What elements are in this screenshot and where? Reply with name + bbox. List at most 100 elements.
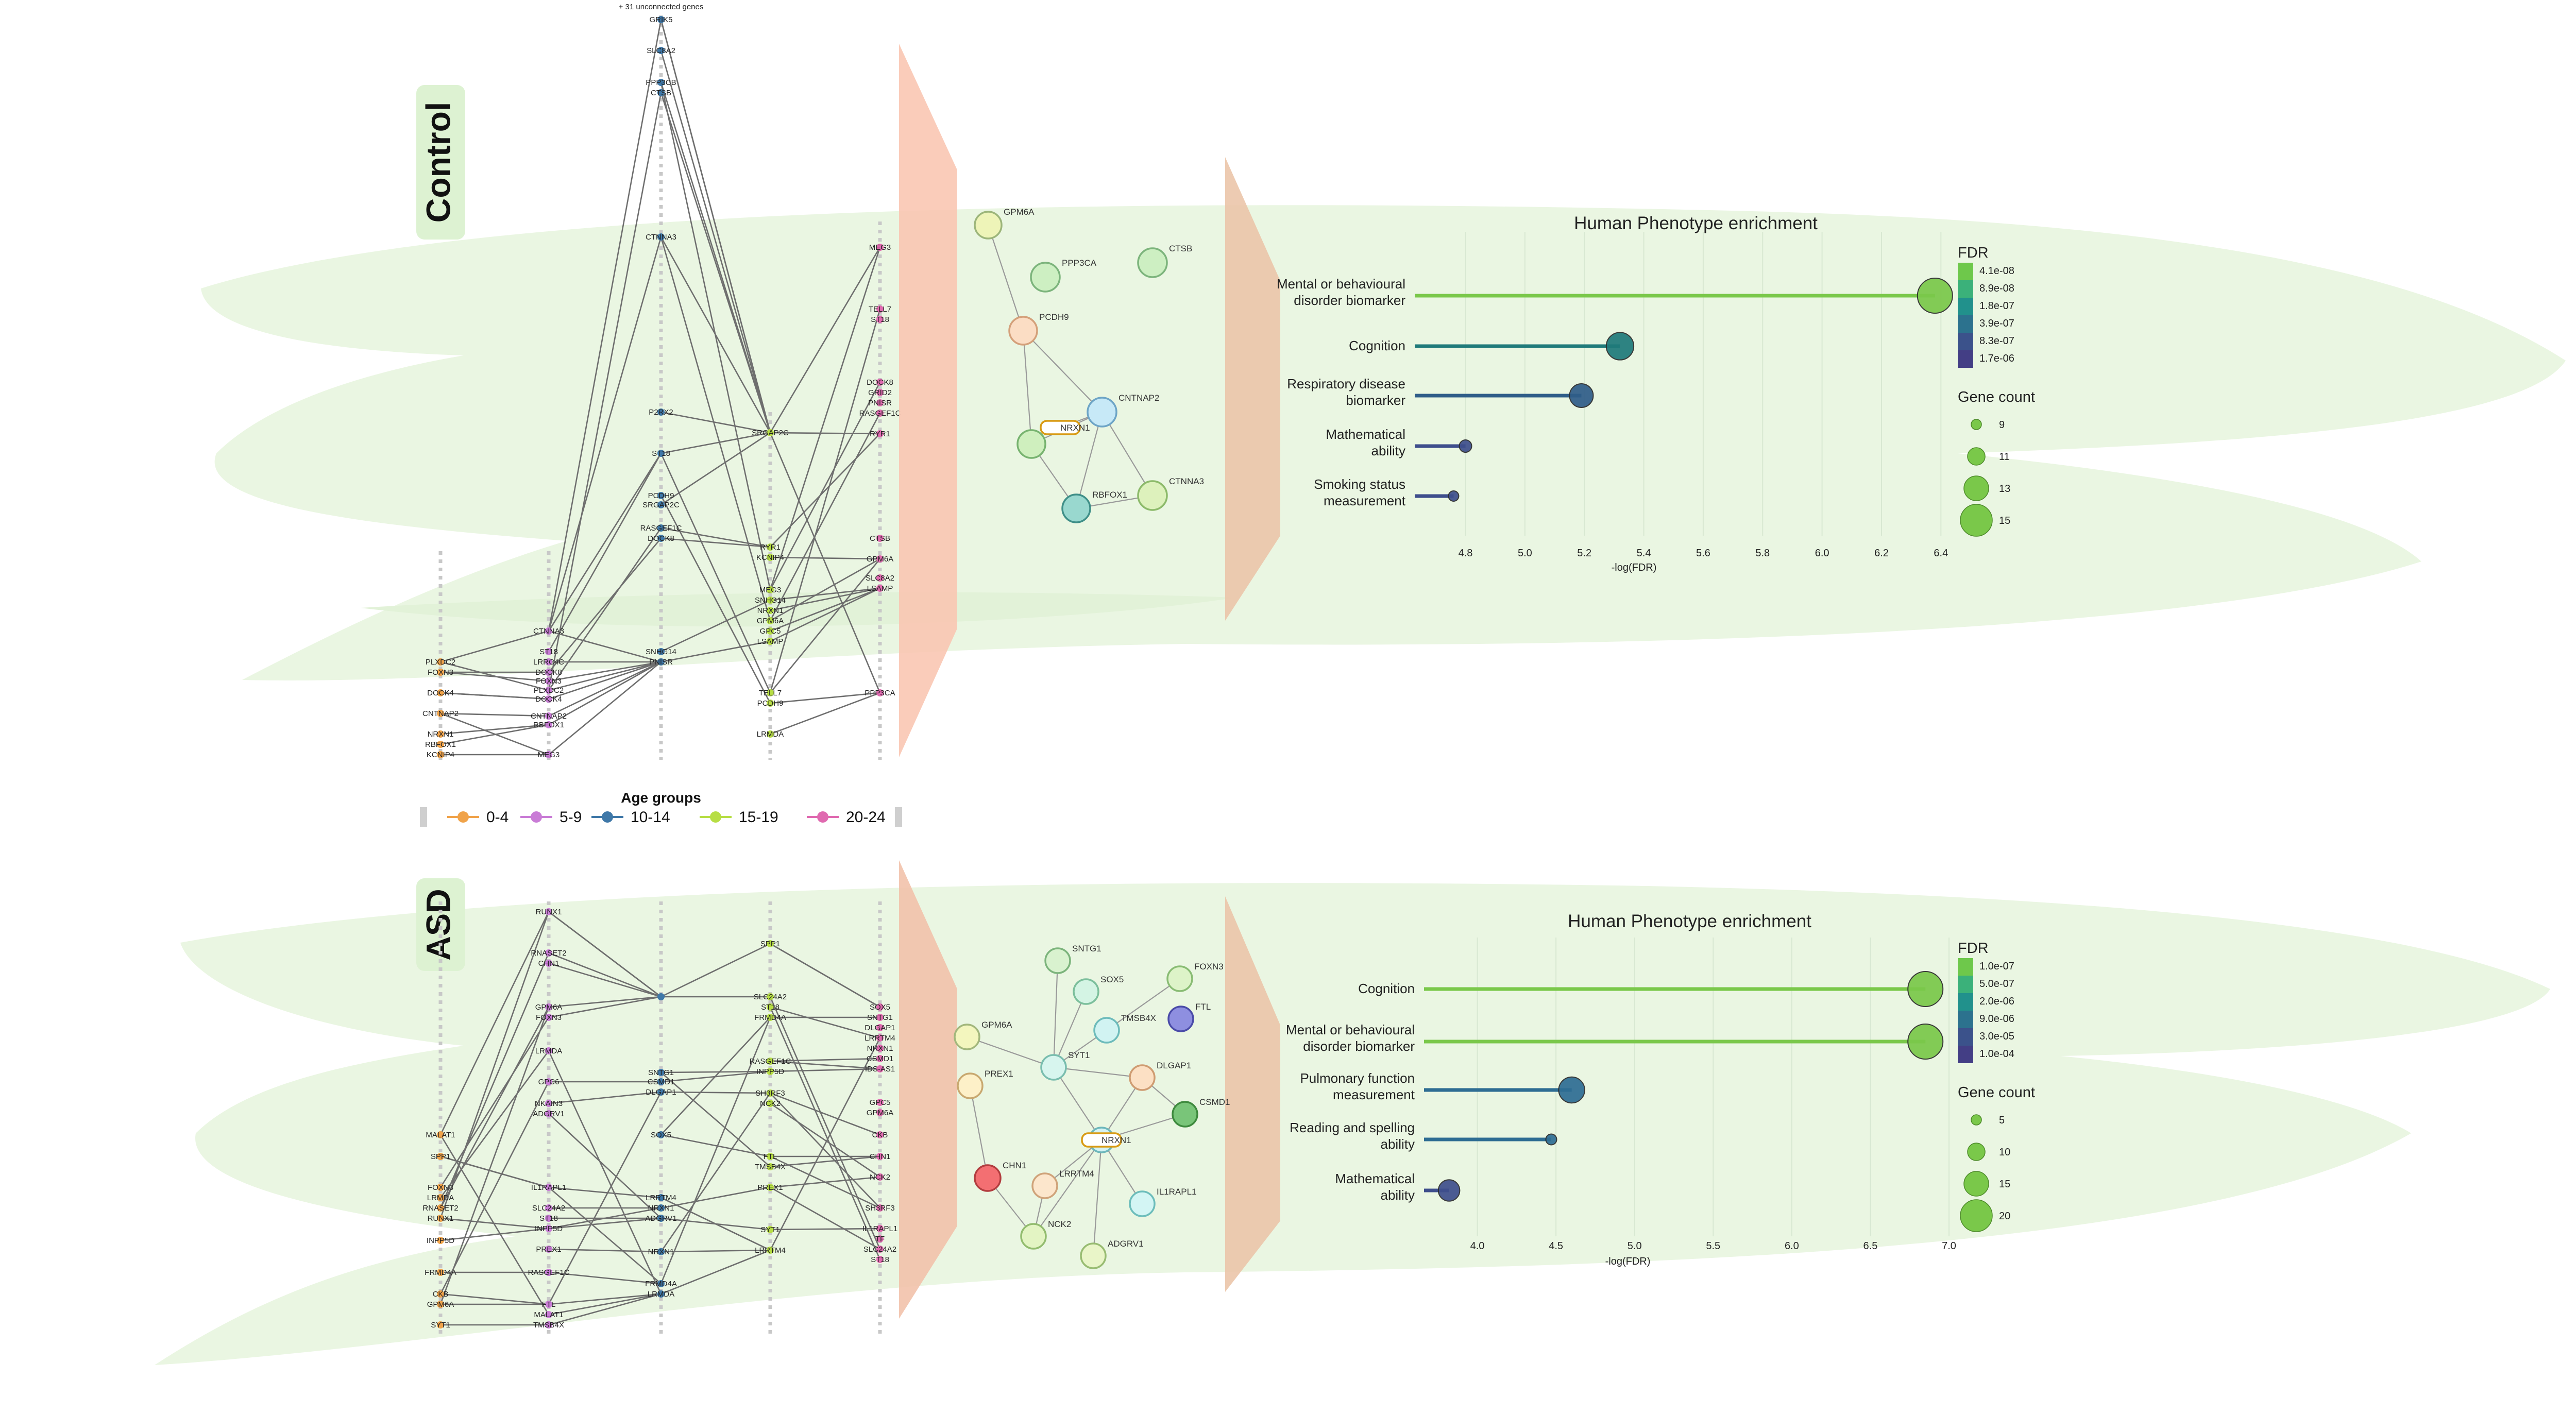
lollipop-point — [1907, 971, 1944, 1007]
gene-node — [876, 1099, 884, 1106]
gene-label: DOCK8 — [648, 534, 674, 543]
timeline-edge — [769, 1007, 881, 1260]
gene-node — [876, 316, 884, 323]
network-node — [1020, 1223, 1047, 1250]
network-node-label: SNTG1 — [1072, 944, 1101, 953]
network-node — [1167, 1006, 1194, 1032]
timeline-edge — [548, 962, 662, 998]
timeline-edge — [660, 1249, 771, 1295]
gene-count-tick: 9 — [1999, 419, 2005, 431]
gene-node — [545, 1301, 552, 1308]
timeline-edge — [770, 1006, 880, 1039]
timeline-edge — [548, 1293, 662, 1316]
network-node — [1129, 1190, 1156, 1217]
network-node-label: CTSB — [1169, 244, 1192, 253]
chart-title: Human Phenotype enrichment — [1568, 911, 1811, 931]
gene-count-tick: 20 — [1999, 1211, 2010, 1222]
timeline-edges — [440, 19, 881, 756]
condition-label-box — [416, 85, 465, 240]
gene-node — [767, 1003, 774, 1011]
gene-node — [876, 410, 884, 417]
lollipop-point — [1459, 439, 1472, 453]
timeline-edge — [439, 1007, 550, 1305]
gene-node — [876, 430, 884, 437]
gene-label: P2RX2 — [649, 408, 673, 417]
gene-node — [545, 627, 552, 635]
timeline-edge — [660, 1070, 771, 1074]
network-edge — [1053, 960, 1059, 1068]
category-label: Pulmonary function — [1300, 1070, 1415, 1086]
gene-node — [767, 689, 774, 696]
gene-node — [657, 1131, 665, 1138]
network-node-label: SYT1 — [1068, 1050, 1090, 1060]
gene-label: RNASET2 — [422, 1204, 458, 1213]
network-node — [1080, 1242, 1107, 1269]
gene-node — [437, 1290, 444, 1298]
gene-label: SLC24A2 — [863, 1245, 896, 1254]
timeline-edge — [440, 724, 549, 735]
timeline-nodes: MALAT1SPP1FOXN3LRMDARNASET2RUNX1INPP5DFR… — [422, 908, 897, 1330]
gene-label: RASGEF1C — [750, 1057, 791, 1066]
gene-node — [545, 1184, 552, 1191]
gene-node — [657, 1088, 665, 1096]
timeline-edge — [770, 1228, 880, 1231]
x-tick-label: 4.0 — [1470, 1240, 1485, 1252]
fdr-tick: 2.0e-06 — [1979, 996, 2014, 1007]
timeline-edge — [660, 1197, 771, 1251]
gene-node — [876, 399, 884, 406]
x-tick-label: 5.8 — [1755, 548, 1770, 559]
network-graph: GPM6APPP3CACTSBPCDH9CNTNAP2NRXN1RBFOX1CT… — [974, 207, 1204, 523]
network-node-label: IL1RAPL1 — [1157, 1187, 1197, 1197]
gene-label: DOCK8 — [535, 668, 562, 677]
timeline-edge — [769, 432, 881, 693]
gene-node — [545, 669, 552, 676]
fdr-tick: 1.7e-06 — [1979, 353, 2014, 364]
gene-node — [437, 658, 444, 666]
timeline-edge — [770, 587, 880, 611]
gene-node — [657, 1248, 665, 1255]
timeline-edge — [769, 247, 881, 590]
timeline-edge — [548, 661, 662, 717]
gene-label: MEG3 — [538, 751, 560, 759]
gene-label: RASGEF1C — [859, 409, 901, 418]
gene-node — [437, 669, 444, 676]
gene-node — [657, 233, 665, 241]
timeline-edge — [548, 996, 662, 1018]
timeline-edge — [548, 19, 662, 632]
gene-label: LRRTM4 — [755, 1246, 786, 1255]
gene-label: SLC24A2 — [532, 1204, 565, 1213]
gene-label: LRMDA — [757, 730, 784, 739]
gene-label: IL1RAPL1 — [531, 1183, 566, 1192]
timeline-edge — [769, 247, 881, 433]
gene-node — [545, 960, 552, 967]
gene-node — [876, 1045, 884, 1052]
gene-node — [657, 1069, 665, 1076]
timeline-edge — [660, 537, 771, 548]
condition-label: Control — [419, 102, 457, 223]
network-node — [1172, 1101, 1198, 1128]
timeline-edge — [660, 92, 771, 433]
gene-node — [657, 1204, 665, 1212]
gene-label: TF — [875, 1235, 885, 1243]
gene-node — [876, 1246, 884, 1253]
gene-label: TMSB4X — [533, 1321, 564, 1330]
gene-node — [545, 677, 552, 685]
gene-node — [767, 1153, 774, 1160]
fdr-tick: 4.1e-08 — [1979, 265, 2014, 277]
timeline-edge — [770, 587, 880, 642]
gene-label: CHN1 — [538, 959, 560, 968]
category-label: Reading and spelling — [1290, 1120, 1415, 1135]
flow-arrow — [899, 860, 957, 1319]
fdr-color-step — [1958, 958, 1973, 976]
gene-node — [657, 524, 665, 532]
gene-count-swatch — [1971, 1114, 1982, 1126]
gene-label: FTL — [542, 1300, 556, 1309]
gene-label: RASGEF1C — [640, 524, 682, 533]
gene-node — [657, 993, 665, 1000]
gene-node — [545, 908, 552, 915]
gene-node — [657, 658, 665, 666]
network-node — [1093, 1017, 1120, 1044]
gene-label: DLGAP1 — [646, 1088, 676, 1097]
timeline-edge — [548, 1050, 662, 1294]
